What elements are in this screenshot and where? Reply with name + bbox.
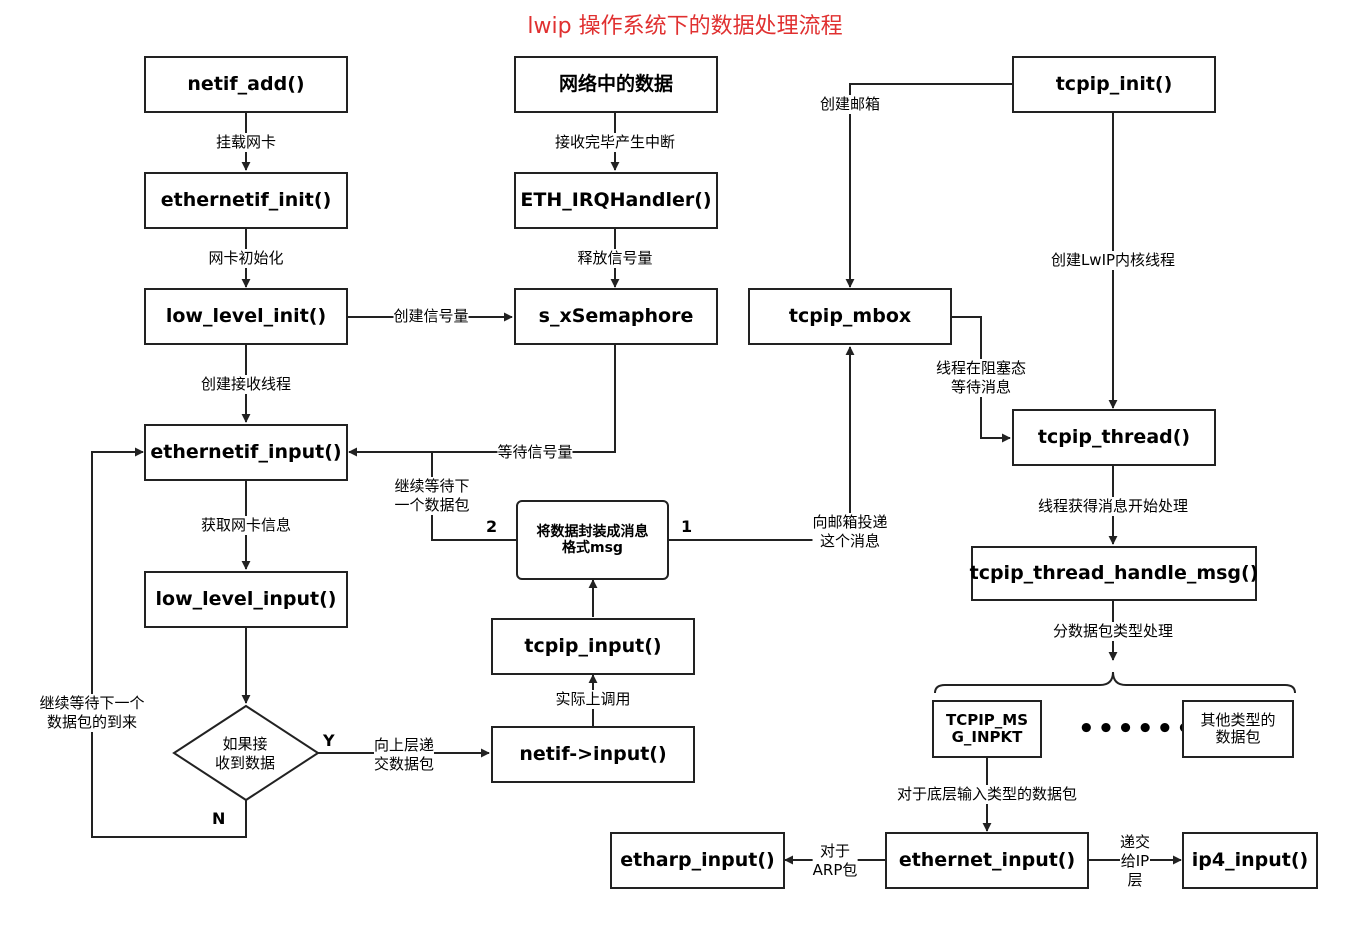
label-no: N: [212, 809, 226, 828]
label-blocked-wait-line2: 等待消息: [950, 377, 1012, 396]
label-wait-next-arrive-line1: 继续等待下一个: [39, 694, 145, 712]
decision-text-line1: 如果接: [222, 735, 268, 753]
label-classify-packets: 分数据包类型处理: [1052, 622, 1174, 641]
node-low-level-init: low_level_init(): [144, 288, 348, 345]
label-thread-got-msg: 线程获得消息开始处理: [1037, 497, 1189, 516]
node-other-line2: 数据包: [1215, 728, 1261, 746]
label-mount-nic: 挂载网卡: [215, 133, 277, 152]
node-low-level-input: low_level_input(): [144, 571, 348, 628]
node-tcpip-thread-handle-msg: tcpip_thread_handle_msg(): [970, 546, 1258, 601]
label-wait-next-arrive-line2: 数据包的到来: [46, 712, 138, 731]
node-tcpip-thread: tcpip_thread(): [1012, 409, 1216, 466]
label-for-arp-line1: 对于: [819, 842, 851, 860]
label-to-ip-line1: 递交: [1119, 833, 1151, 851]
label-continue-wait: 继续等待下 一个数据包: [394, 477, 470, 515]
label-blocked-wait: 线程在阻塞态 等待消息: [935, 359, 1027, 397]
label-for-arp-line2: ARP包: [812, 860, 858, 879]
label-num-1: 1: [681, 517, 693, 536]
label-wait-semaphore: 等待信号量: [497, 443, 573, 462]
arrow-decision-no-loop: [91, 447, 247, 838]
label-nic-init: 网卡初始化: [208, 249, 284, 268]
label-rx-done-irq: 接收完毕产生中断: [554, 133, 676, 152]
label-create-semaphore: 创建信号量: [393, 307, 469, 326]
label-pass-up-line2: 交数据包: [373, 754, 435, 773]
label-create-rx-thread: 创建接收线程: [200, 375, 292, 394]
label-for-arp: 对于 ARP包: [812, 842, 858, 880]
label-release-semaphore: 释放信号量: [577, 249, 653, 268]
node-other-types: 其他类型的 数据包: [1182, 700, 1294, 758]
node-inpkt-line2: G_INPKT: [951, 728, 1023, 746]
arrow-msg-to-mbox: [668, 346, 855, 541]
label-actually-calls: 实际上调用: [555, 690, 631, 709]
label-pass-up-line1: 向上层递: [373, 736, 435, 754]
label-create-lwip-thread: 创建LwIP内核线程: [1050, 251, 1176, 270]
node-tcpip-input: tcpip_input(): [491, 618, 695, 675]
label-yes: Y: [323, 731, 335, 750]
node-ethernetif-init: ethernetif_init(): [144, 172, 348, 229]
node-net-data: 网络中的数据: [514, 56, 718, 113]
node-netif-input: netif->input(): [491, 726, 695, 783]
label-get-nic-info: 获取网卡信息: [200, 516, 292, 535]
node-ethernet-input: ethernet_input(): [885, 832, 1089, 889]
label-create-mailbox: 创建邮箱: [819, 95, 881, 114]
label-num-2: 2: [486, 517, 498, 536]
node-s-xsemaphore: s_xSemaphore: [514, 288, 718, 345]
brace: [934, 671, 1296, 694]
page-title: lwip 操作系统下的数据处理流程: [527, 14, 843, 39]
node-tcpip-mbox: tcpip_mbox: [748, 288, 952, 345]
node-eth-irq-handler: ETH_IRQHandler(): [514, 172, 718, 229]
node-etharp-input: etharp_input(): [610, 832, 785, 889]
label-deliver-mbox-line2: 这个消息: [819, 531, 881, 550]
node-tcpip-msg-inpkt: TCPIP_MS G_INPKT: [932, 700, 1042, 758]
label-wait-next-arrive: 继续等待下一个 数据包的到来: [39, 694, 145, 732]
label-pass-up: 向上层递 交数据包: [373, 736, 435, 774]
label-for-low-input: 对于底层输入类型的数据包: [896, 785, 1078, 804]
label-to-ip: 递交 给IP 层: [1119, 833, 1151, 890]
node-other-line1: 其他类型的: [1200, 710, 1276, 729]
label-blocked-wait-line1: 线程在阻塞态: [935, 359, 1027, 377]
arrow-init-to-mbox: [845, 83, 1012, 288]
node-wrap-msg-line2: 格式msg: [562, 540, 623, 556]
label-deliver-mbox-line1: 向邮箱投递: [812, 513, 888, 531]
node-ip4-input: ip4_input(): [1182, 832, 1318, 889]
label-continue-wait-line2: 一个数据包: [394, 495, 470, 514]
node-wrap-msg: 将数据封装成消息 格式msg: [516, 500, 669, 580]
arrow-semaphore-to-input: [348, 344, 616, 457]
node-netif-add: netif_add(): [144, 56, 348, 113]
label-deliver-mbox: 向邮箱投递 这个消息: [812, 513, 888, 551]
node-tcpip-init: tcpip_init(): [1012, 56, 1216, 113]
decision-text-line2: 收到数据: [214, 753, 275, 772]
label-to-ip-line3: 层: [1127, 870, 1143, 889]
decision-text: 如果接 收到数据: [175, 735, 315, 773]
decision-diamond: [172, 704, 320, 802]
node-wrap-msg-line1: 将数据封装成消息: [536, 523, 649, 540]
label-to-ip-line2: 给IP: [1120, 851, 1150, 870]
node-ethernetif-input: ethernetif_input(): [144, 424, 348, 481]
node-inpkt-line1: TCPIP_MS: [945, 710, 1029, 729]
label-continue-wait-line1: 继续等待下: [394, 477, 470, 495]
